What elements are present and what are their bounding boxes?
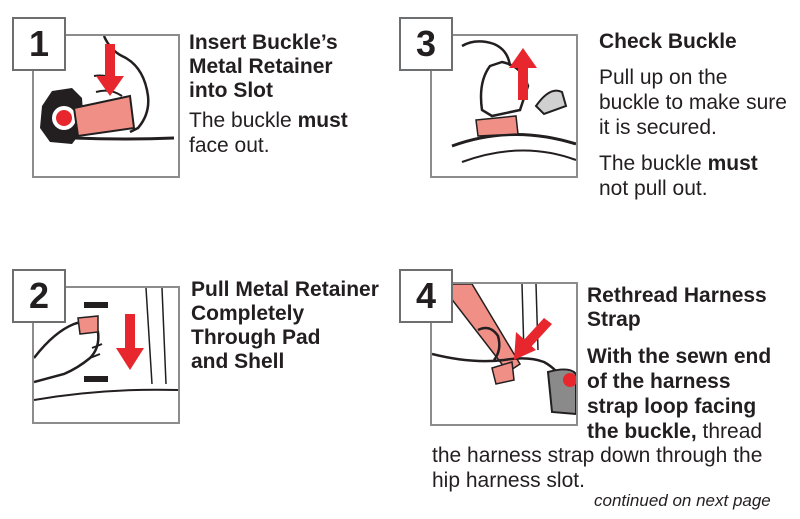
step-1-text: The buckle must face out. bbox=[189, 109, 348, 157]
up-arrow-icon bbox=[509, 48, 537, 100]
step-4-title: Rethread Harness Strap bbox=[587, 284, 787, 332]
step-2-title-line: Completely bbox=[191, 302, 305, 325]
step-2-title-line: and Shell bbox=[191, 350, 285, 373]
step-3-title: Check Buckle bbox=[599, 30, 737, 53]
step-1-title: Insert Buckle’s Metal Retainer into Slot bbox=[189, 31, 409, 103]
step-2-title-line: Through Pad bbox=[191, 326, 321, 349]
step-2-title-line: Pull Metal Retainer bbox=[191, 278, 379, 301]
step-3-illustration bbox=[430, 34, 578, 178]
down-arrow-icon bbox=[96, 44, 124, 96]
step-4-illustration bbox=[430, 282, 578, 426]
down-arrow-icon bbox=[514, 318, 552, 360]
step-4-text: the harness strap down through the hip h… bbox=[432, 443, 792, 493]
step-1-illustration bbox=[32, 34, 180, 178]
step-3-warning: The buckle must not pull out. bbox=[599, 152, 758, 200]
step-4-text-line: hip harness slot. bbox=[432, 469, 585, 492]
step-4-text-line: the harness strap down through the bbox=[432, 444, 763, 467]
step-1-title-line: Insert Buckle’s bbox=[189, 31, 338, 54]
step-3-text: Pull up on the buckle to make sure it is… bbox=[599, 65, 799, 140]
step-2-title: Pull Metal Retainer Completely Through P… bbox=[191, 278, 391, 374]
step-3-number: 3 bbox=[399, 17, 453, 71]
step-4-instruction-line: With the sewn end bbox=[587, 345, 772, 368]
step-4-number: 4 bbox=[399, 269, 453, 323]
continued-note: continued on next page bbox=[594, 491, 771, 510]
step-1-title-line: Metal Retainer bbox=[189, 55, 333, 78]
step-4-instruction-line: strap loop facing bbox=[587, 395, 757, 418]
step-4-instruction: With the sewn end of the harness strap l… bbox=[587, 344, 797, 444]
step-3-text-line: buckle to make sure bbox=[599, 91, 787, 114]
down-arrow-icon bbox=[116, 314, 144, 370]
step-1-title-line: into Slot bbox=[189, 79, 273, 102]
step-4-title-line: Rethread Harness bbox=[587, 284, 767, 307]
step-4-title-line: Strap bbox=[587, 308, 641, 331]
step-4-instruction-line: of the harness bbox=[587, 370, 731, 393]
step-3-text-line: it is secured. bbox=[599, 116, 717, 139]
step-2-number: 2 bbox=[12, 269, 66, 323]
step-3-text-line: Pull up on the bbox=[599, 66, 728, 89]
step-1-number: 1 bbox=[12, 17, 66, 71]
